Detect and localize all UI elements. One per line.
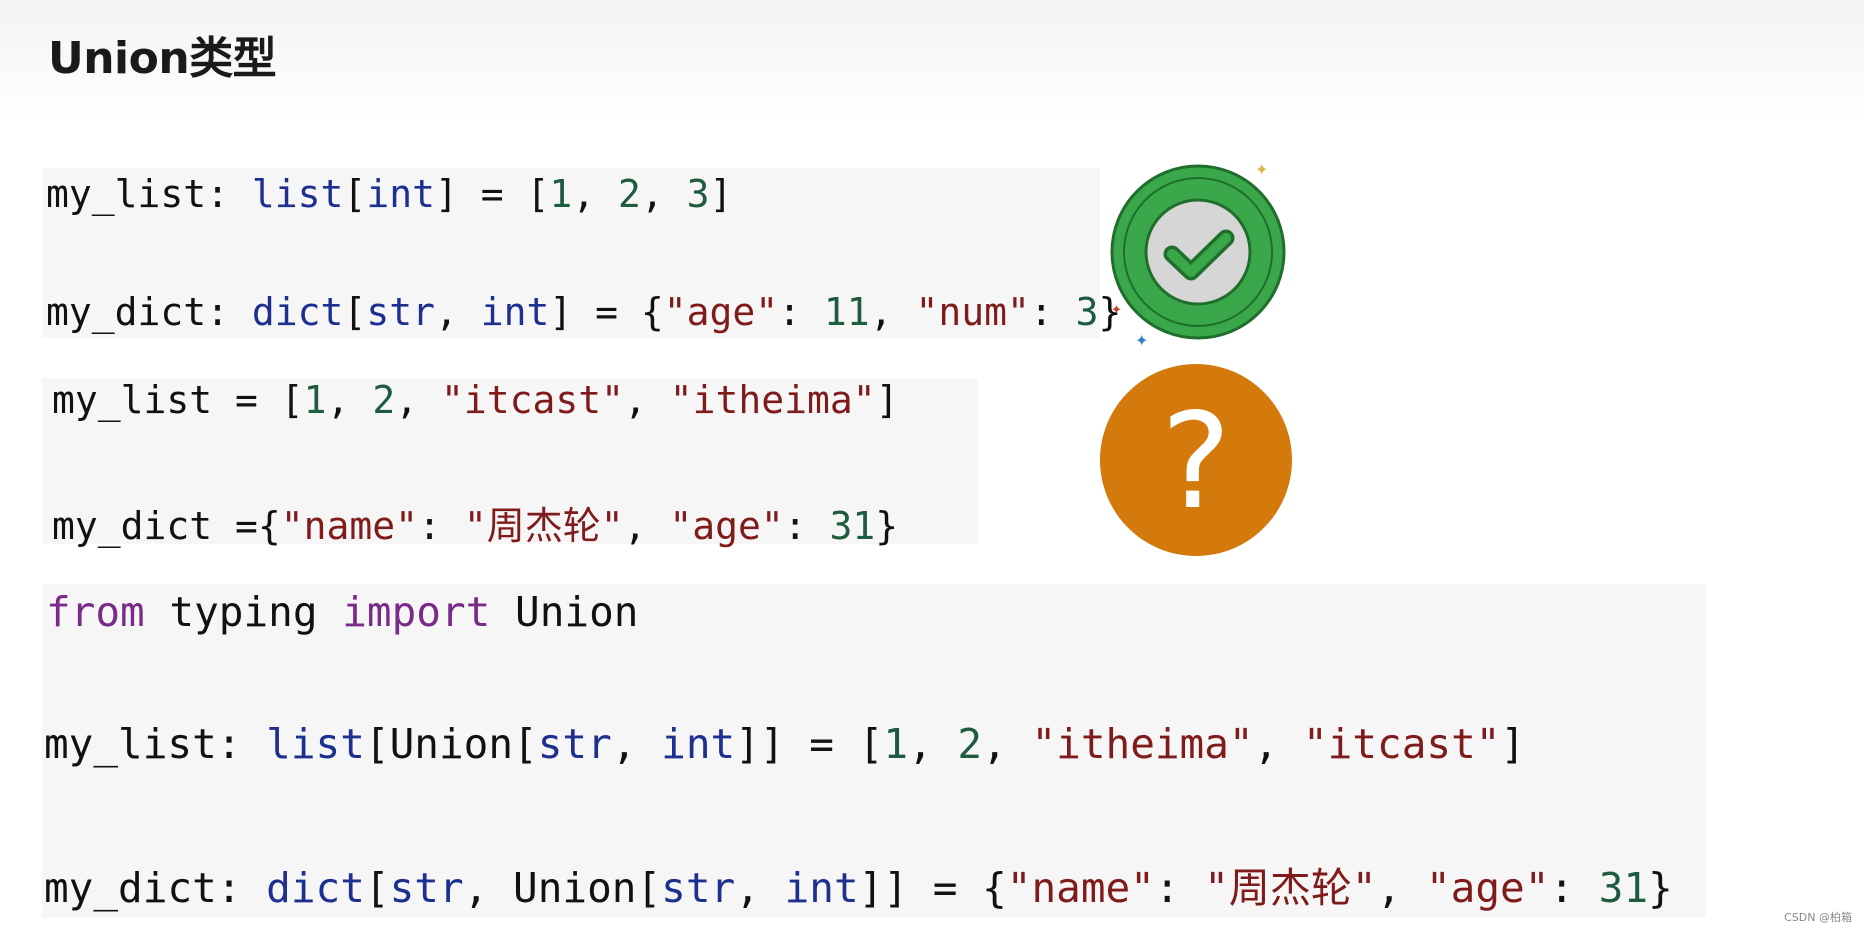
code-token: my_list: xyxy=(44,720,267,768)
code-token: dict xyxy=(251,290,344,334)
code-token: 11 xyxy=(823,290,870,334)
code-token: 1 xyxy=(303,378,327,422)
code-token: , xyxy=(982,720,1032,768)
code-token: , xyxy=(735,864,785,912)
code-token: } xyxy=(1098,290,1122,334)
page-title: Union类型 xyxy=(48,33,277,84)
code-token: "num" xyxy=(915,290,1030,334)
code-line: my_list: list[int] = [1, 2, 3] xyxy=(46,172,732,216)
code-token: my_list: xyxy=(46,172,252,216)
code-token: [ xyxy=(343,172,367,216)
code-token: : xyxy=(418,504,464,548)
code-token: , xyxy=(434,290,481,334)
code-token: : xyxy=(1154,864,1205,912)
code-token: , xyxy=(640,172,687,216)
svg-text:?: ? xyxy=(1161,385,1231,539)
svg-text:✦: ✦ xyxy=(1135,331,1148,350)
code-line: my_list: list[Union[str, int]] = [1, 2, … xyxy=(44,720,1525,768)
code-token: 3 xyxy=(1075,290,1099,334)
code-token: import xyxy=(342,588,491,636)
code-token: [Union[ xyxy=(364,720,538,768)
code-token: my_list = [ xyxy=(52,378,304,422)
code-token: , xyxy=(624,378,670,422)
code-token: : xyxy=(783,504,830,548)
code-line: my_dict: dict[str, Union[str, int]] = {"… xyxy=(44,854,1673,914)
code-token: "name" xyxy=(280,504,419,548)
header-bar xyxy=(0,0,1864,120)
code-token: 1 xyxy=(549,172,573,216)
code-token: ] xyxy=(709,172,733,216)
code-token: "itheima" xyxy=(669,378,876,422)
code-token: 2 xyxy=(957,720,983,768)
code-token: , xyxy=(623,504,670,548)
code-token: list xyxy=(266,720,365,768)
code-token: "name" xyxy=(1006,864,1155,912)
code-token: my_dict: xyxy=(44,864,267,912)
watermark: CSDN @柏箱 xyxy=(1784,911,1852,924)
code-token: 31 xyxy=(829,504,876,548)
code-token: int xyxy=(480,290,550,334)
code-token: "itcast" xyxy=(1303,720,1501,768)
code-token: ]] = [ xyxy=(735,720,884,768)
code-token: : xyxy=(1549,864,1599,912)
code-token: "age" xyxy=(1426,864,1550,912)
code-token: , xyxy=(395,378,441,422)
question-circle-icon: ? xyxy=(1100,364,1292,556)
svg-text:✦: ✦ xyxy=(1111,303,1122,318)
code-token: my_dict: xyxy=(46,290,252,334)
code-token: Union xyxy=(490,588,639,636)
code-token: str xyxy=(661,864,736,912)
code-token: "周杰轮" xyxy=(463,504,624,548)
code-block-mixed-types: my_list = [1, 2, "itcast", "itheima"] my… xyxy=(42,378,978,548)
code-token: , xyxy=(908,720,958,768)
code-token: str xyxy=(389,864,464,912)
code-token: dict xyxy=(266,864,365,912)
code-line: my_dict: dict[str, int] = {"age": 11, "n… xyxy=(46,290,1121,334)
code-token: , xyxy=(1253,720,1303,768)
code-line: my_dict ={"name": "周杰轮", "age": 31} xyxy=(52,495,898,550)
code-token: "age" xyxy=(663,290,779,334)
code-token: int xyxy=(784,864,859,912)
code-token: typing xyxy=(144,588,343,636)
code-line: my_list = [1, 2, "itcast", "itheima"] xyxy=(52,378,899,422)
code-token: [ xyxy=(343,290,367,334)
code-token: 3 xyxy=(686,172,710,216)
code-token: , Union[ xyxy=(463,864,662,912)
code-token: int xyxy=(366,172,435,216)
code-block-builtin-types: my_list: list[int] = [1, 2, 3] my_dict: … xyxy=(42,168,1121,338)
code-token: , xyxy=(572,172,618,216)
code-token: : xyxy=(1029,290,1076,334)
code-token: [ xyxy=(364,864,390,912)
code-token: 1 xyxy=(883,720,909,768)
code-token: my_dict ={ xyxy=(52,504,281,548)
code-token: ] = { xyxy=(549,290,664,334)
code-token: str xyxy=(537,720,612,768)
code-token: , xyxy=(326,378,373,422)
code-block-union: from typing import Union my_list: list[U… xyxy=(42,584,1706,918)
code-token: } xyxy=(875,504,899,548)
code-token: , xyxy=(611,720,662,768)
code-line: from typing import Union xyxy=(46,588,638,636)
code-token: ] xyxy=(1500,720,1526,768)
code-token: "周杰轮" xyxy=(1204,864,1377,912)
code-token: , xyxy=(1376,864,1426,912)
code-token: ] xyxy=(875,378,899,422)
code-token: from xyxy=(46,588,145,636)
code-token: int xyxy=(661,720,736,768)
code-token: ] = [ xyxy=(434,172,550,216)
code-token: "itcast" xyxy=(440,378,625,422)
code-token: } xyxy=(1648,864,1673,912)
code-token: list xyxy=(251,172,344,216)
svg-text:✦: ✦ xyxy=(1255,160,1268,179)
code-token: "age" xyxy=(669,504,784,548)
code-token: , xyxy=(869,290,916,334)
code-token: : xyxy=(778,290,824,334)
code-token: 2 xyxy=(372,378,396,422)
code-token: 31 xyxy=(1598,864,1649,912)
code-token: 2 xyxy=(618,172,641,216)
code-token: "itheima" xyxy=(1031,720,1254,768)
code-token: ]] = { xyxy=(858,864,1007,912)
check-circle-icon: ✦ ✦ ✦ xyxy=(1110,160,1286,350)
code-token: str xyxy=(366,290,435,334)
